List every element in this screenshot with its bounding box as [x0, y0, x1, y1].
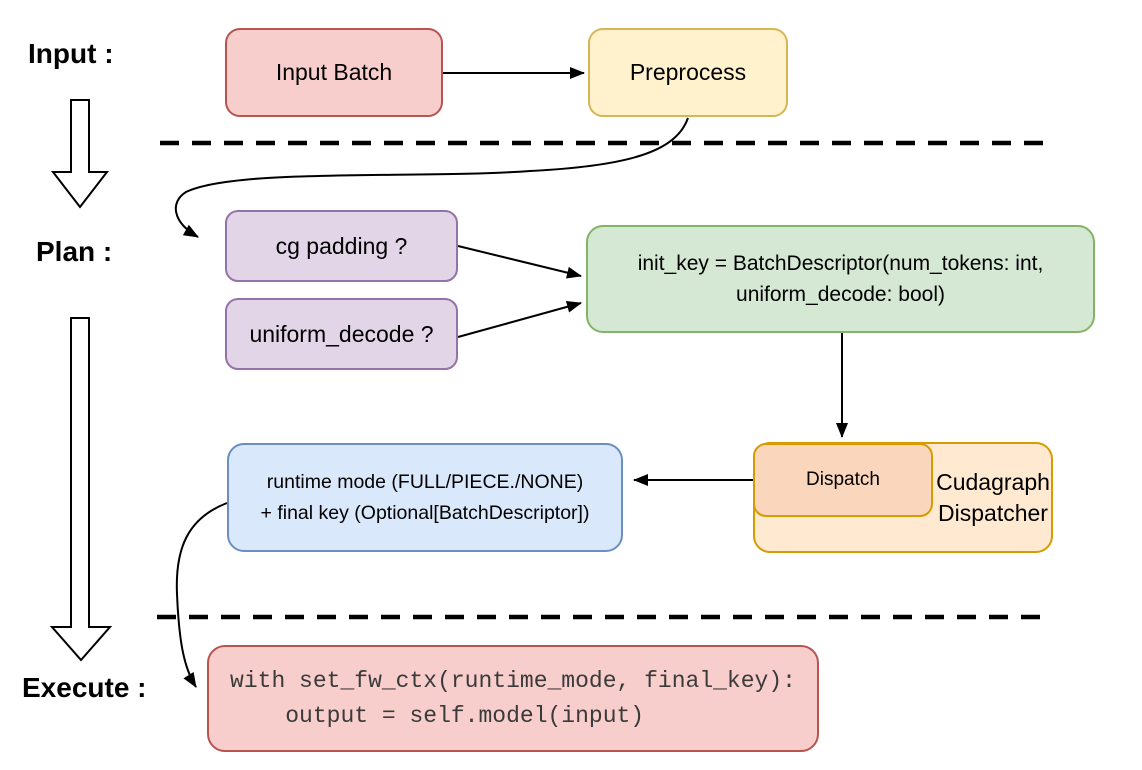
node-dispatch: Dispatch	[753, 443, 933, 517]
node-cg-padding: cg padding ?	[225, 210, 458, 282]
stage-arrow-plan-to-execute-icon	[49, 317, 113, 662]
node-init-key-line2: uniform_decode: bool)	[736, 283, 945, 306]
stage-arrow-input-to-plan-icon	[50, 99, 110, 209]
node-runtime-mode-line2: + final key (Optional[BatchDescriptor])	[260, 501, 590, 524]
node-input-batch: Input Batch	[225, 28, 443, 117]
cudagraph-label-line2: Dispatcher	[938, 499, 1048, 526]
node-init-key: init_key = BatchDescriptor(num_tokens: i…	[586, 225, 1095, 333]
node-runtime-mode: runtime mode (FULL/PIECE./NONE) + final …	[227, 443, 623, 552]
cudagraph-label-line1: Cudagraph	[936, 468, 1050, 495]
arrow-runtime-mode-to-execute-code	[175, 502, 228, 688]
node-cg-padding-label: cg padding ?	[275, 232, 408, 259]
node-preprocess-label: Preprocess	[629, 59, 747, 85]
arrow-uniform-decode-to-init-key	[457, 300, 582, 338]
node-cudagraph-dispatcher-label: Cudagraph Dispatcher	[928, 442, 1058, 553]
node-dispatch-label: Dispatch	[806, 469, 880, 490]
node-preprocess: Preprocess	[588, 28, 788, 117]
execute-code-block: with set_fw_ctx(runtime_mode, final_key)…	[230, 664, 796, 734]
arrow-preprocess-to-cg-padding	[174, 117, 689, 238]
execute-code-line2: output = self.model(input)	[230, 702, 645, 729]
stage-label-input: Input :	[28, 38, 114, 69]
node-input-batch-label: Input Batch	[275, 59, 393, 85]
node-init-key-line1: init_key = BatchDescriptor(num_tokens: i…	[637, 252, 1044, 275]
node-uniform-decode: uniform_decode ?	[225, 298, 458, 370]
arrow-cg-padding-to-init-key	[457, 245, 582, 279]
stage-label-plan: Plan :	[36, 236, 113, 267]
node-uniform-decode-label: uniform_decode ?	[249, 320, 434, 347]
node-runtime-mode-line1: runtime mode (FULL/PIECE./NONE)	[266, 470, 584, 493]
execute-code-line1: with set_fw_ctx(runtime_mode, final_key)…	[230, 667, 796, 694]
node-execute-code: with set_fw_ctx(runtime_mode, final_key)…	[207, 645, 819, 752]
stage-label-execute: Execute :	[22, 672, 147, 703]
